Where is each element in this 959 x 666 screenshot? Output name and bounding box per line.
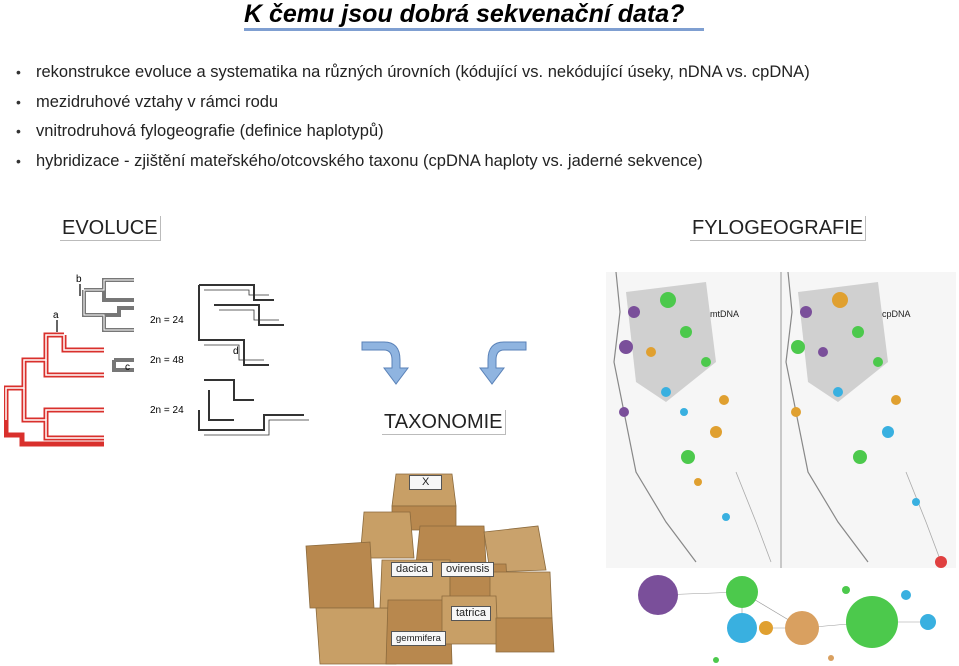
phylogenetic-tree-figure: b a c d 2n = 24 2n = 48 2n = 24 (4, 274, 309, 447)
ploidy-label: 2n = 24 (150, 315, 184, 326)
slide-title: K čemu jsou dobrá sekvenační data? (244, 0, 704, 31)
taxonomie-label: TAXONOMIE (382, 410, 506, 435)
ploidy-label: 2n = 24 (150, 405, 184, 416)
box-label-tatrica: tatrica (451, 606, 491, 621)
mark-b: b (76, 274, 82, 285)
box-label-x: X (409, 475, 443, 490)
box-label-ovirensis: ovirensis (441, 562, 495, 577)
bullet-item: mezidruhové vztahy v rámci rodu (16, 90, 810, 120)
phylogeography-maps: mtDNA cpDNA (606, 272, 956, 568)
fylogeografie-label: FYLOGEOGRAFIE (690, 216, 867, 241)
mark-d: d (233, 346, 239, 357)
mark-c: c (125, 362, 130, 373)
bullet-list: rekonstrukce evoluce a systematika na rů… (16, 60, 810, 178)
bullet-item: vnitrodruhová fylogeografie (definice ha… (16, 119, 810, 149)
map-title-mtdna: mtDNA (710, 309, 739, 319)
arrow-right-icon (479, 341, 527, 385)
mark-a: a (53, 310, 59, 321)
box-label-dacica: dacica (391, 562, 433, 577)
box-label-gemmifera: gemmifera (391, 631, 446, 646)
evoluce-label: EVOLUCE (60, 216, 161, 241)
bullet-item: rekonstrukce evoluce a systematika na rů… (16, 60, 810, 90)
ploidy-label: 2n = 48 (150, 355, 184, 366)
haplotype-network (606, 570, 956, 666)
bullet-item: hybridizace - zjištění mateřského/otcovs… (16, 149, 810, 179)
map-title-cpdna: cpDNA (882, 309, 911, 319)
arrow-left-icon (361, 341, 409, 385)
